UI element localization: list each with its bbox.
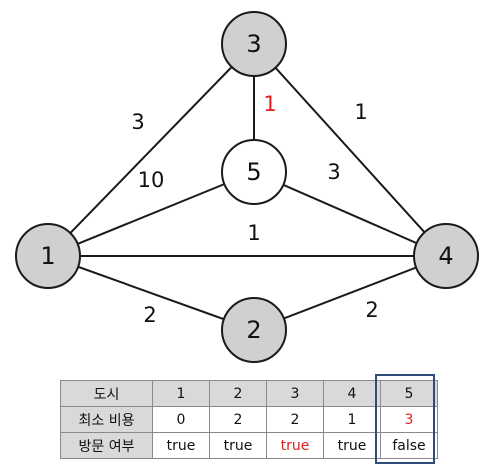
edge-weight-5-4: 3 — [327, 160, 340, 184]
node-4 — [413, 223, 479, 289]
table-header-row: 도시 1 2 3 4 5 — [60, 380, 438, 407]
row-header-visited: 방문 여부 — [60, 432, 153, 459]
row-header-city: 도시 — [60, 380, 153, 407]
edge-weight-1-4: 1 — [247, 221, 260, 245]
min-cost-cell: 0 — [152, 406, 210, 433]
edge-5-4 — [253, 171, 447, 257]
edge-weight-1-2: 2 — [143, 303, 156, 327]
node-5 — [221, 139, 287, 205]
node-label-5: 5 — [246, 158, 261, 186]
edge-1-2 — [47, 255, 255, 331]
min-cost-cell: 3 — [380, 406, 438, 433]
edge-weight-3-4: 1 — [354, 100, 367, 124]
distance-table: 도시 1 2 3 4 5 최소 비용 0 2 2 1 3 방문 여부 true … — [60, 380, 438, 459]
node-1 — [15, 223, 81, 289]
edge-3-4 — [253, 43, 447, 257]
node-2 — [221, 297, 287, 363]
city-header-cell: 5 — [380, 380, 438, 407]
edge-labels-layer: 3 1 1 10 3 1 2 2 — [131, 92, 378, 327]
city-header-cell: 3 — [266, 380, 324, 407]
edge-weight-1-5: 10 — [138, 168, 165, 192]
visited-cell: true — [266, 432, 324, 459]
visited-cell: true — [152, 432, 210, 459]
table-row-visited: 방문 여부 true true true true false — [60, 432, 438, 459]
row-header-min-cost: 최소 비용 — [60, 406, 153, 433]
node-3 — [221, 11, 287, 77]
visited-cell: true — [323, 432, 381, 459]
city-header-cell: 2 — [209, 380, 267, 407]
visited-cell: false — [380, 432, 438, 459]
edge-2-4 — [253, 255, 447, 331]
edge-weight-2-4: 2 — [365, 298, 378, 322]
node-label-4: 4 — [438, 242, 453, 270]
node-label-2: 2 — [246, 316, 261, 344]
table-row-min-cost: 최소 비용 0 2 2 1 3 — [60, 406, 438, 433]
city-header-cell: 1 — [152, 380, 210, 407]
city-header-cell: 4 — [323, 380, 381, 407]
edge-weight-3-5: 1 — [263, 92, 276, 116]
graph-diagram: 1 2 3 4 5 3 1 1 10 3 1 2 2 — [15, 11, 479, 363]
edge-1-5 — [47, 171, 255, 257]
nodes-layer: 1 2 3 4 5 — [15, 11, 479, 363]
node-label-3: 3 — [246, 30, 261, 58]
node-label-1: 1 — [40, 242, 55, 270]
edge-weight-1-3: 3 — [131, 110, 144, 134]
edge-1-3 — [47, 43, 255, 257]
visited-cell: true — [209, 432, 267, 459]
min-cost-cell: 2 — [266, 406, 324, 433]
min-cost-cell: 2 — [209, 406, 267, 433]
min-cost-cell: 1 — [323, 406, 381, 433]
